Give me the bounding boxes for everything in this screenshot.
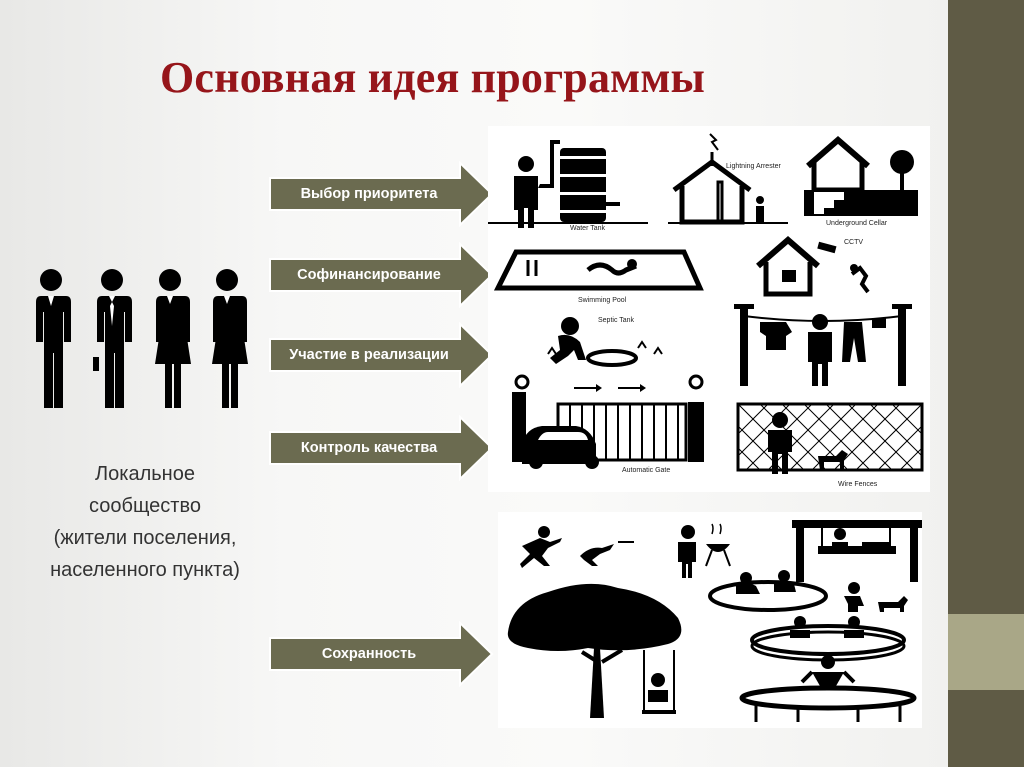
arrow-participation: Участие в реализации bbox=[268, 322, 496, 388]
sidebar-accent bbox=[948, 614, 1024, 690]
recreation-pictograms bbox=[498, 512, 922, 728]
barbecue-icon bbox=[678, 523, 731, 578]
infrastructure-pictograms: Water Tank Lightning Arrester Undergroun… bbox=[488, 126, 930, 492]
swimming-pool-icon bbox=[493, 249, 704, 291]
caption-fence: Wire Fences bbox=[838, 481, 878, 488]
arrow-label: Участие в реализации bbox=[289, 347, 449, 363]
people-group-icon bbox=[36, 269, 248, 408]
community-line-1: Локальное bbox=[95, 463, 195, 485]
running-people-icon bbox=[520, 526, 634, 568]
caption-cctv: CCTV bbox=[844, 239, 863, 246]
merry-go-round-icon bbox=[750, 616, 906, 662]
arrow-priority-choice: Выбор приоритета bbox=[268, 161, 496, 227]
trampoline-icon bbox=[739, 655, 917, 722]
arrow-label: Софинансирование bbox=[297, 267, 441, 283]
underground-cellar-icon bbox=[804, 136, 918, 216]
caption-septic: Septic Tank bbox=[598, 317, 635, 324]
swing-bench-icon bbox=[792, 520, 922, 582]
caption-gate: Automatic Gate bbox=[622, 467, 670, 474]
arrow-label: Контроль качества bbox=[300, 440, 438, 456]
arrow-label: Выбор приоритета bbox=[300, 186, 438, 202]
water-tank-icon bbox=[488, 140, 648, 228]
tree-with-swing-icon bbox=[507, 583, 682, 718]
cctv-house-icon bbox=[756, 236, 870, 297]
arrow-label: Сохранность bbox=[321, 646, 417, 662]
wire-fence-icon bbox=[736, 402, 924, 474]
community-line-3: (жители поселения, bbox=[53, 527, 237, 549]
sidebar-decoration bbox=[948, 0, 1024, 614]
page-title: Основная идея программы bbox=[160, 53, 706, 102]
clothesline-icon bbox=[734, 304, 912, 386]
community-line-2: сообщество bbox=[89, 495, 201, 517]
child-with-dog-icon bbox=[844, 582, 908, 612]
arrow-cofinancing: Софинансирование bbox=[268, 242, 496, 308]
septic-tank-icon bbox=[547, 317, 663, 367]
caption-pool: Swimming Pool bbox=[578, 297, 627, 304]
caption-water-tank: Water Tank bbox=[570, 225, 606, 232]
arrow-preservation: Сохранность bbox=[268, 621, 496, 687]
picnic-icon bbox=[708, 570, 828, 612]
sidebar-decoration-bottom bbox=[948, 690, 1024, 767]
community-line-4: населенного пункта) bbox=[50, 559, 240, 581]
caption-lightning: Lightning Arrester bbox=[726, 163, 782, 170]
arrow-quality-control: Контроль качества bbox=[268, 415, 496, 481]
automatic-gate-icon bbox=[512, 374, 704, 469]
community-caption: Локальное сообщество (жители поселения, … bbox=[20, 458, 270, 586]
caption-cellar: Underground Cellar bbox=[826, 220, 888, 227]
